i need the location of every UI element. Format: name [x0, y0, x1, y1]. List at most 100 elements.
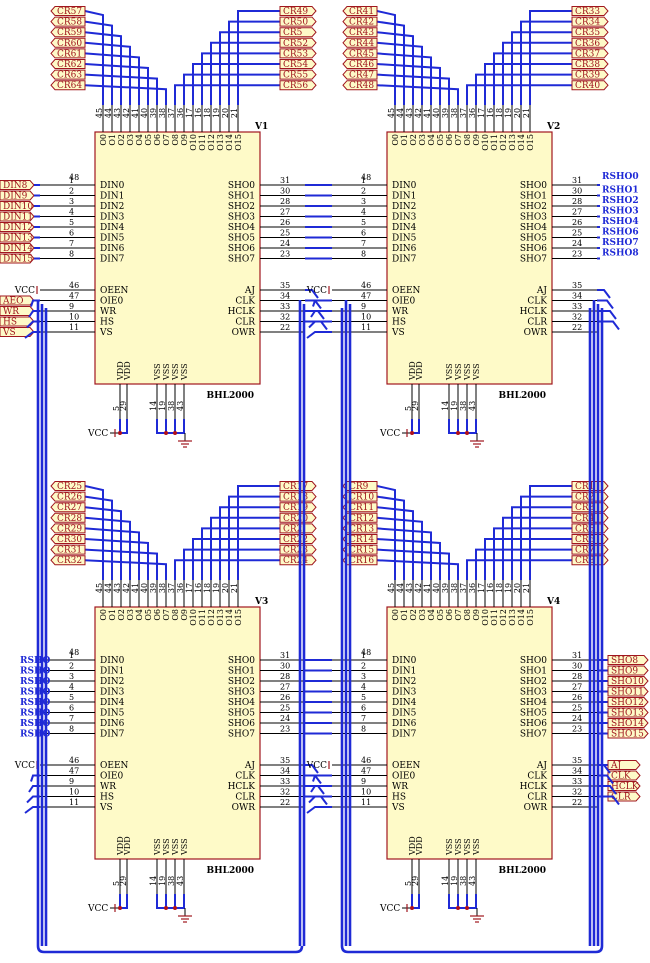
- chip-part-number: BHL2000: [499, 391, 547, 401]
- pin-name: DIN4: [100, 223, 125, 233]
- pin-name: O15: [234, 134, 243, 151]
- pin-number: 43: [176, 876, 185, 886]
- chip-v2: V2BHL2000O045O144O243O342O441O540O639O73…: [306, 6, 639, 448]
- net-label: RSHO3: [602, 207, 639, 217]
- o-wire: [475, 548, 572, 580]
- pin-name: OIE0: [392, 297, 416, 307]
- din-port: DIN11: [3, 213, 33, 223]
- din-port-shape: [0, 211, 35, 222]
- net-label: RSHO4: [602, 217, 639, 227]
- cr-port-left: CR57: [57, 7, 82, 17]
- pin-name: O15: [526, 134, 535, 151]
- o-wire: [84, 527, 140, 580]
- o-wire: [502, 41, 572, 105]
- pin-name: VDD: [116, 836, 125, 856]
- pin-number: 8: [361, 250, 366, 259]
- cr-port-left: CR63: [57, 71, 82, 81]
- pin-number: 28: [280, 672, 290, 681]
- pin-name: AJ: [244, 286, 255, 296]
- pin-number: 37: [459, 108, 468, 118]
- pin-name: O7: [162, 609, 171, 621]
- cr-port-left-shape: [342, 27, 378, 38]
- o-wire: [201, 527, 280, 580]
- vss-wire: [448, 419, 477, 434]
- pin-name: O13: [508, 134, 517, 151]
- pin-name: CLK: [527, 297, 547, 307]
- cr-port-right: CR8: [575, 556, 595, 566]
- pin-number: 26: [572, 218, 582, 227]
- cr-port-left-shape: [342, 6, 378, 16]
- cr-port-right-shape: [279, 481, 317, 491]
- cr-port-right: CR50: [283, 18, 308, 28]
- pin-name: SHO2: [228, 202, 255, 212]
- pin-name: OWR: [232, 328, 256, 338]
- pin-number: 10: [361, 788, 371, 797]
- o-wire: [183, 73, 280, 105]
- pin-name: SHO7: [520, 255, 547, 265]
- pin-name: DIN6: [100, 244, 125, 254]
- ctrl-fan: [597, 774, 614, 785]
- pin-number: 44: [104, 583, 113, 593]
- control-bus-loop: [340, 945, 604, 954]
- pin-name: OEEN: [100, 761, 129, 771]
- o-wire: [376, 559, 459, 580]
- pin-name: SHO1: [520, 192, 547, 202]
- pin-number: 39: [149, 108, 158, 118]
- ctrl-port: AEO: [2, 297, 23, 307]
- o-wire: [84, 20, 113, 105]
- pin-number: 19: [158, 876, 167, 886]
- cr-port-left: CR48: [349, 81, 374, 91]
- pin-name: O5: [436, 134, 445, 146]
- junction-dot: [465, 431, 469, 435]
- pin-name: O10: [481, 609, 490, 626]
- cr-port-left: CR62: [57, 60, 82, 70]
- chip-part-number: BHL2000: [207, 866, 255, 876]
- pin-name: VDD: [408, 836, 417, 856]
- pin-number: 46: [361, 281, 371, 290]
- pin-number: 30: [572, 187, 582, 196]
- pin-number: 19: [504, 108, 513, 118]
- pin-number: 25: [280, 229, 290, 238]
- pin-name: VSS: [171, 363, 180, 381]
- ctrl-port: VS: [2, 328, 16, 338]
- chip-body: [94, 606, 261, 860]
- pin-number: 36: [176, 108, 185, 118]
- pin-name: O8: [463, 134, 472, 146]
- pin-number: 5: [112, 406, 121, 411]
- ctrl-fan: [312, 774, 332, 782]
- junction-dot: [465, 906, 469, 910]
- pin-number: 6: [69, 229, 74, 238]
- pin-number: 47: [361, 767, 371, 776]
- vdd-wire: [119, 419, 128, 434]
- pin-number: 18: [495, 108, 504, 118]
- pin-name: O4: [427, 134, 436, 146]
- pin-number: 31: [280, 651, 290, 660]
- pin-name: DIN2: [100, 677, 124, 687]
- pin-number: 41: [131, 583, 140, 593]
- sho-port: SHO12: [611, 698, 644, 708]
- cr-port-left: CR26: [57, 493, 82, 503]
- pin-number: 10: [69, 313, 79, 322]
- pin-number: 39: [441, 108, 450, 118]
- pin-name: O7: [162, 134, 171, 146]
- o-wire: [376, 506, 414, 580]
- pin-number: 36: [468, 583, 477, 593]
- vss-wire: [156, 419, 185, 434]
- pin-number: 37: [167, 108, 176, 118]
- pin-number: 22: [280, 323, 290, 332]
- cr-port-right: CR56: [283, 81, 308, 91]
- cr-port-left-shape: [50, 80, 86, 91]
- cr-port-left: CR60: [57, 39, 82, 49]
- pin-number: 44: [104, 108, 113, 118]
- net-label: RSHO: [20, 698, 50, 708]
- pin-number: 3: [69, 672, 74, 681]
- o-wire: [493, 527, 572, 580]
- cr-port-left: CR25: [57, 482, 82, 492]
- pin-name: SHO6: [228, 719, 255, 729]
- net-label: RSHO: [20, 688, 50, 698]
- pin-name: HCLK: [520, 307, 548, 317]
- ctrl-fan: [305, 320, 328, 331]
- o-wire: [511, 506, 572, 580]
- o-wire: [466, 84, 572, 105]
- pin-name: O13: [508, 609, 517, 626]
